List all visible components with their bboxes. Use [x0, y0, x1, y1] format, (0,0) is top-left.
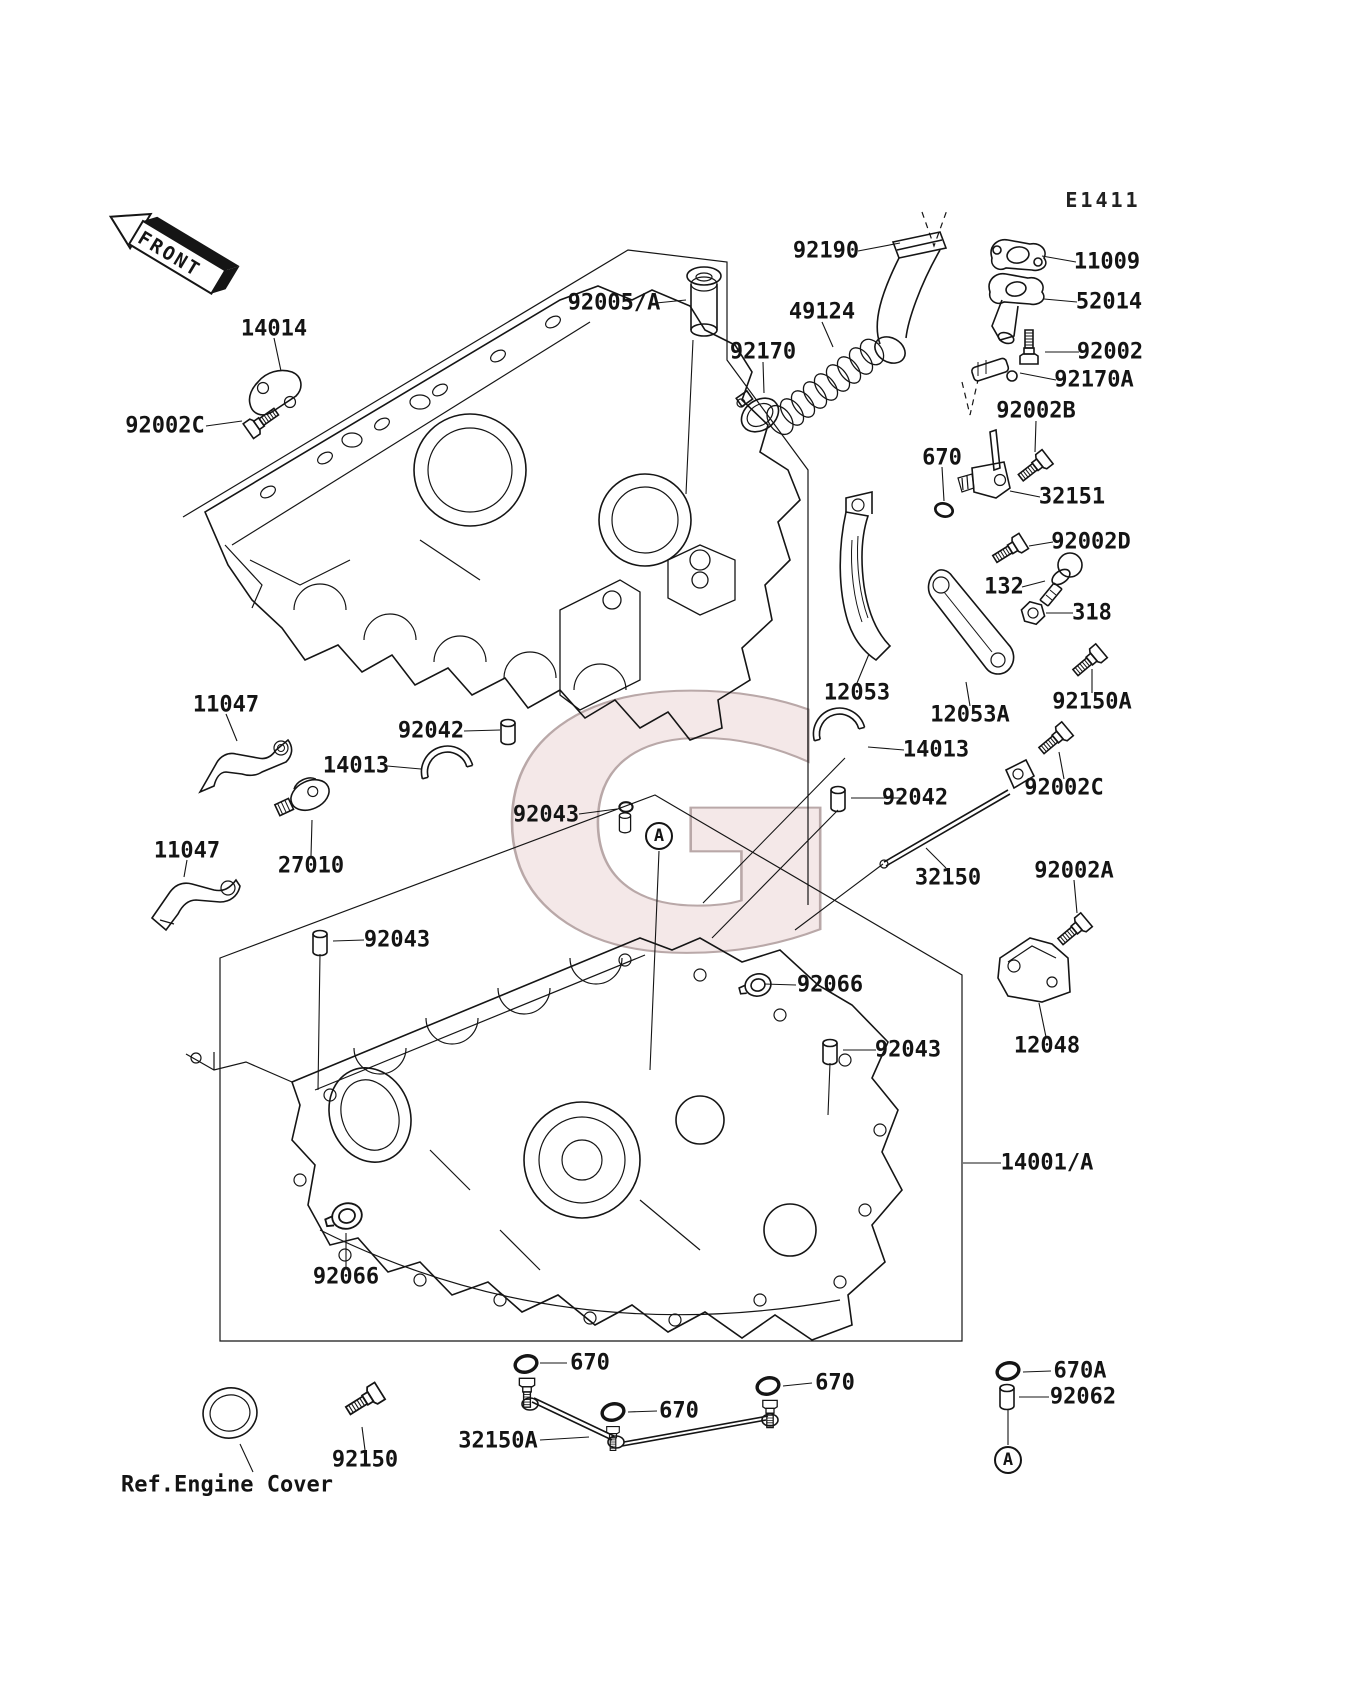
part-drawing-92170-clamp	[735, 389, 780, 433]
svg-text:G: G	[490, 626, 853, 1030]
part-drawing-11047-lower	[150, 878, 241, 932]
leader-lines	[183, 242, 1093, 1473]
part-label-12053: 12053	[823, 680, 891, 706]
part-label-92066: 92066	[312, 1264, 380, 1290]
part-label-14001-a: 14001/A	[1000, 1150, 1094, 1176]
part-label-92062: 92062	[1049, 1384, 1117, 1410]
part-label-92190: 92190	[792, 238, 860, 264]
part-drawing-132-bolt	[1039, 552, 1083, 607]
part-drawing-14014-plate	[248, 369, 302, 416]
part-label-318: 318	[1072, 600, 1112, 626]
part-label-670a: 670A	[1053, 1358, 1107, 1384]
part-drawing-12053a-lever	[927, 569, 1015, 675]
part-drawing-11047-upper	[198, 738, 293, 794]
part-drawing-49124-duct	[766, 338, 885, 436]
watermark-g: G	[489, 625, 854, 1031]
part-label-92150a: 92150A	[1052, 689, 1132, 715]
part-label-92002c: 92002C	[1024, 775, 1104, 801]
part-label-92043: 92043	[363, 927, 431, 953]
detail-marker-a: A	[994, 1446, 1022, 1474]
ref-engine-cover-note: Ref.Engine Cover	[121, 1472, 333, 1498]
part-label-670: 670	[922, 445, 962, 471]
part-label-11009: 11009	[1073, 249, 1141, 275]
part-label-92042: 92042	[397, 718, 465, 744]
part-label-14013: 14013	[322, 753, 390, 779]
detail-marker-a: A	[645, 822, 673, 850]
part-label-92002d: 92002D	[1051, 529, 1131, 555]
part-label-92043: 92043	[874, 1037, 942, 1063]
part-label-92170: 92170	[729, 339, 797, 365]
part-drawing-32150-rod	[879, 758, 1036, 869]
part-label-92002b: 92002B	[996, 398, 1076, 424]
part-label-14013: 14013	[902, 737, 970, 763]
part-label-92042: 92042	[881, 785, 949, 811]
upper-crankcase-drawing	[203, 285, 801, 741]
part-drawing-92005-breather	[686, 266, 722, 337]
part-label-670: 670	[659, 1398, 699, 1424]
part-label-32151: 32151	[1038, 484, 1106, 510]
part-label-49124: 49124	[788, 299, 856, 325]
part-label-14014: 14014	[240, 316, 308, 342]
part-label-670: 670	[815, 1370, 855, 1396]
part-label-92002: 92002	[1076, 339, 1144, 365]
part-drawing-92190-hose	[874, 231, 948, 364]
part-drawing-14013-left	[420, 745, 474, 780]
part-drawing-12053-blade	[839, 490, 892, 662]
framing-boxes	[182, 249, 963, 1342]
part-drawing-engine-cover-seal	[202, 1387, 258, 1439]
part-label-11047: 11047	[153, 838, 221, 864]
part-drawing-32151-union	[957, 428, 1011, 499]
part-label-92002a: 92002A	[1034, 858, 1114, 884]
dashed-pointers	[921, 209, 979, 416]
part-drawing-92170a-clamp	[971, 357, 1018, 382]
part-label-27010: 27010	[277, 853, 345, 879]
lower-crankcase-drawing	[185, 937, 903, 1341]
part-label-12053a: 12053A	[930, 702, 1010, 728]
part-drawing-52014	[988, 272, 1045, 345]
part-drawing-14013-right	[812, 707, 866, 742]
part-label-92002c: 92002C	[125, 413, 205, 439]
part-label-670: 670	[570, 1350, 610, 1376]
small-parts	[150, 231, 1083, 1449]
part-drawing-318-nut	[1020, 600, 1046, 626]
part-label-92150: 92150	[331, 1447, 399, 1473]
part-label-32150a: 32150A	[458, 1428, 538, 1454]
part-label-132: 132	[984, 574, 1024, 600]
part-label-92043: 92043	[512, 802, 580, 828]
part-label-52014: 52014	[1075, 289, 1143, 315]
part-label-92170a: 92170A	[1054, 367, 1134, 393]
part-drawing-27010-switch	[273, 777, 330, 817]
part-drawing-11009	[990, 238, 1047, 272]
part-label-12048: 12048	[1013, 1033, 1081, 1059]
part-label-92066: 92066	[796, 972, 864, 998]
part-drawing-12048-plate	[997, 937, 1071, 1003]
part-label-92005-a: 92005/A	[567, 290, 661, 316]
part-label-11047: 11047	[192, 692, 260, 718]
part-label-32150: 32150	[914, 865, 982, 891]
diagram-code: E1411	[1065, 188, 1141, 212]
